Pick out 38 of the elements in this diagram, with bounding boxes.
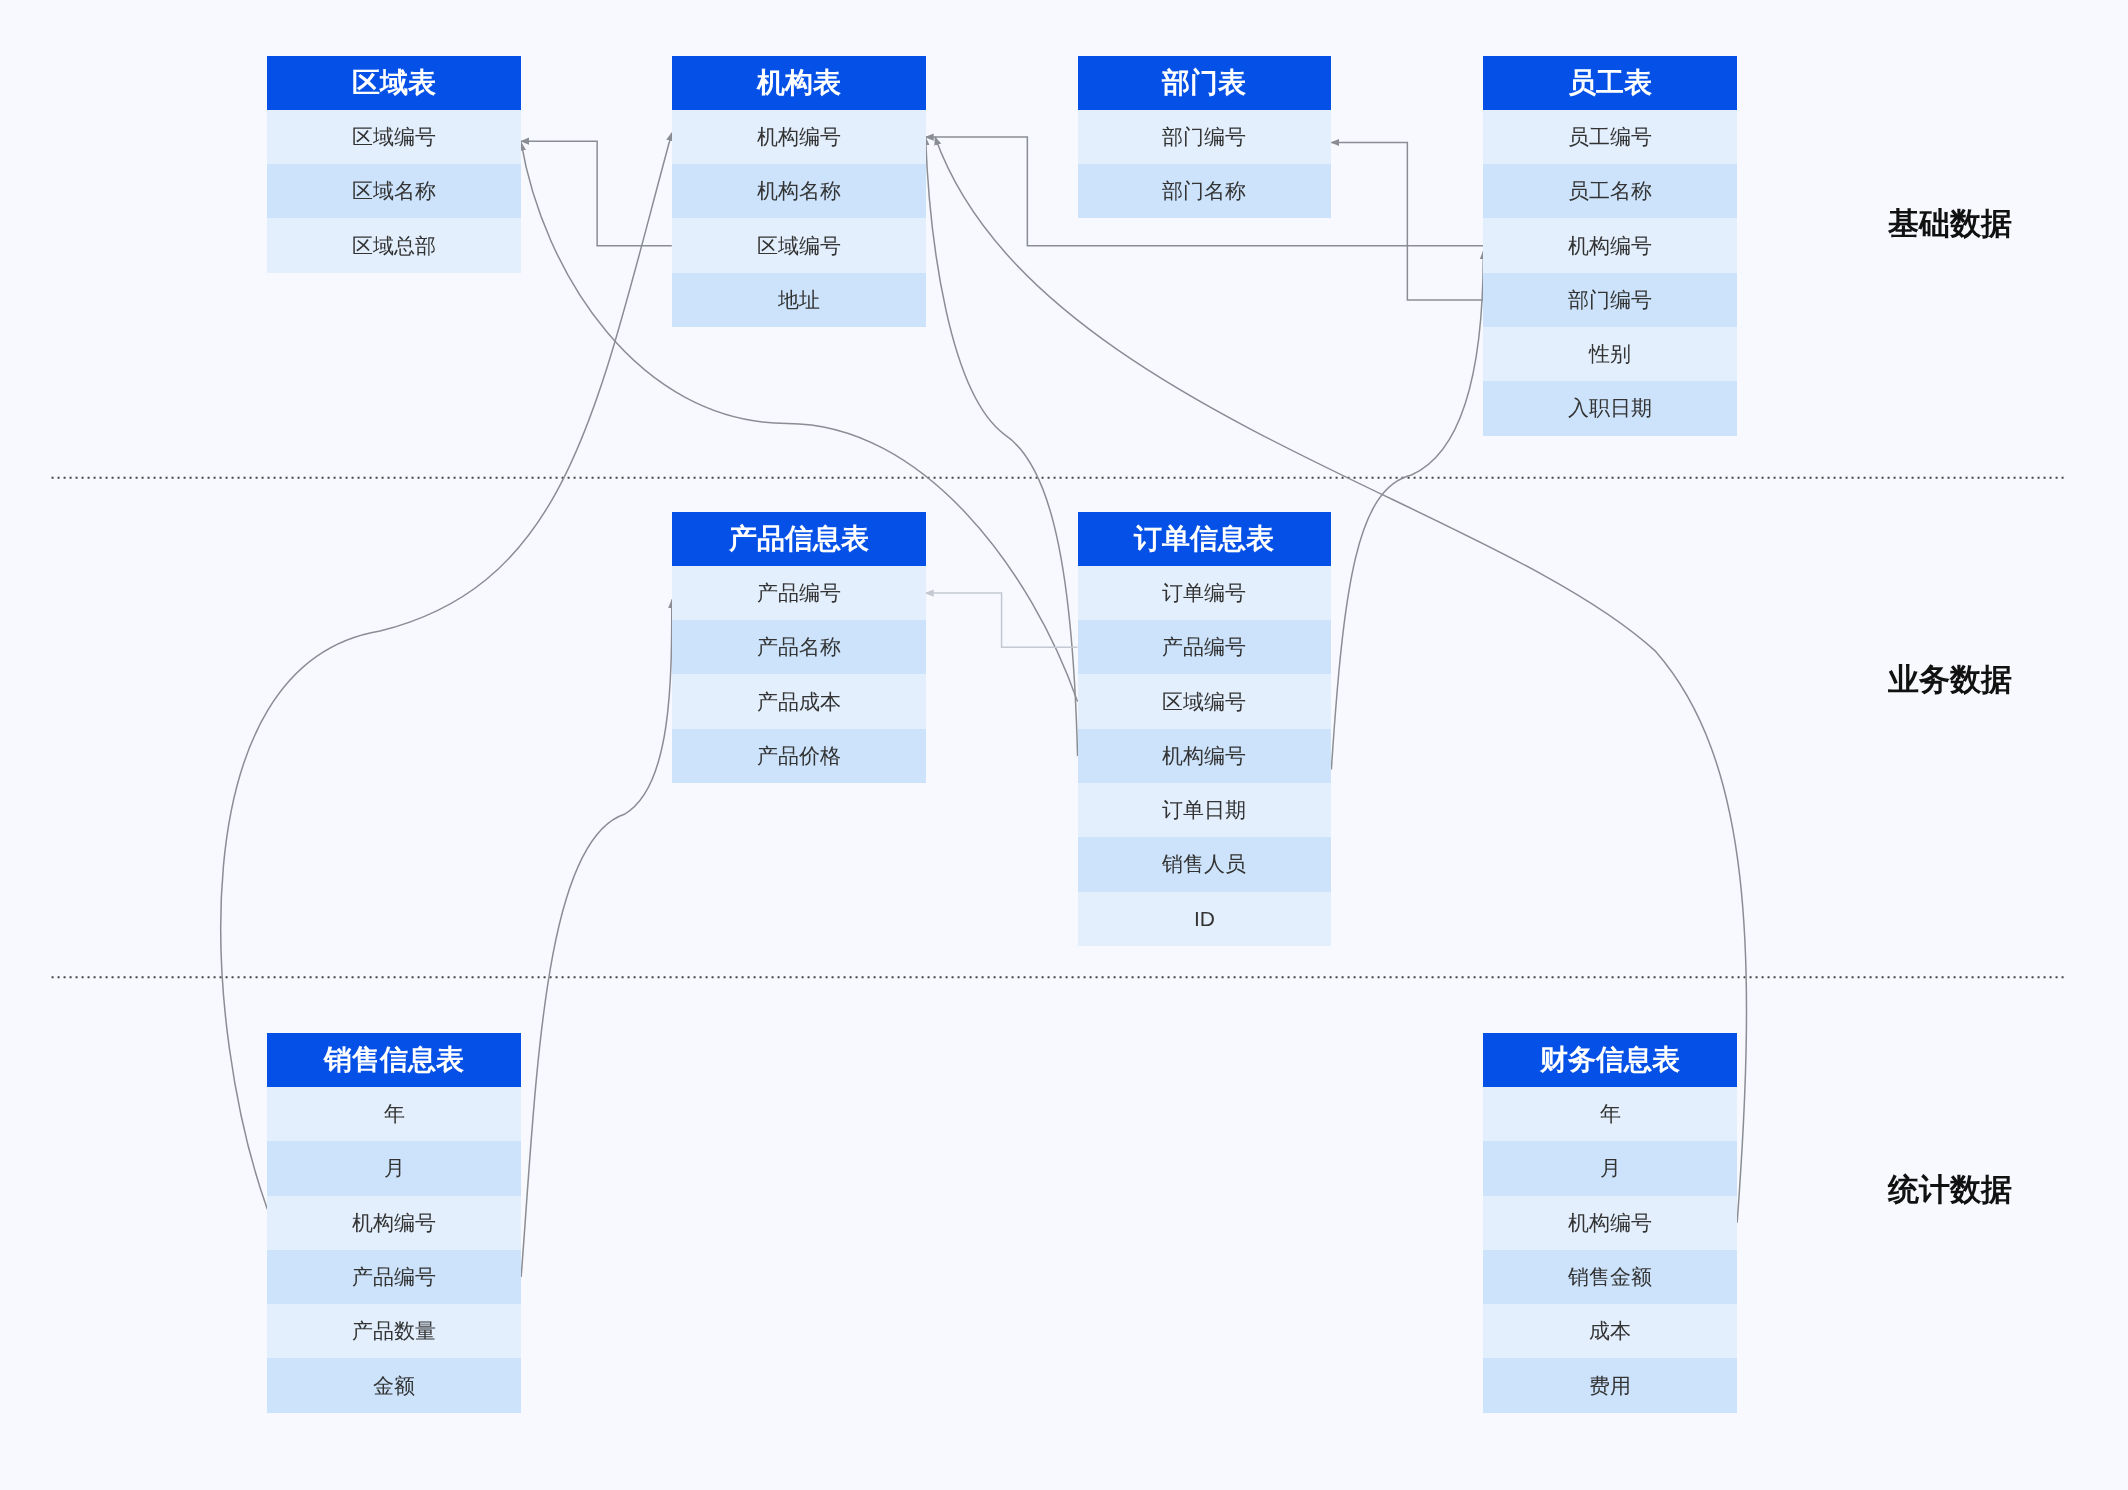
table-card [1483, 1032, 1738, 1413]
table-row: 产品编号 [267, 1249, 522, 1305]
table-row: 销售人员 [1077, 837, 1332, 892]
table-row: 机构编号 [1077, 728, 1332, 784]
table-card [1077, 55, 1332, 219]
table-row: 月 [1483, 1141, 1738, 1196]
arrow [924, 133, 1485, 247]
table-header: 员工表 [1483, 55, 1738, 110]
section-label: 统计数据 [1888, 1171, 2013, 1210]
table-row: 产品编号 [1077, 620, 1332, 675]
section-label: 业务数据 [1888, 660, 2013, 699]
table-header: 销售信息表 [267, 1032, 522, 1088]
table-header: 机构表 [671, 55, 926, 110]
table-row: 入职日期 [1483, 381, 1738, 436]
table-header: 区域表 [267, 55, 522, 110]
table-row: 金额 [267, 1358, 522, 1413]
table-row: 地址 [671, 272, 926, 328]
table-row: 员工名称 [1483, 164, 1738, 219]
table-row: 区域名称 [267, 164, 522, 219]
table-row: 部门名称 [1077, 164, 1332, 219]
table-row: 机构名称 [671, 164, 926, 219]
table-row: 产品名称 [671, 620, 926, 675]
section-label: 基础数据 [1888, 204, 2013, 243]
table-header: 订单信息表 [1077, 511, 1332, 566]
table-header: 部门表 [1077, 55, 1332, 110]
arrow [924, 589, 1079, 649]
table-row: 费用 [1483, 1358, 1738, 1413]
table-header: 财务信息表 [1483, 1032, 1738, 1088]
table-row: 月 [267, 1141, 522, 1196]
table-row: 销售金额 [1483, 1249, 1738, 1305]
table-row: 部门编号 [1483, 272, 1738, 328]
table-card [671, 511, 926, 784]
table-row: 产品价格 [671, 728, 926, 784]
table-card [1483, 55, 1738, 436]
table-card [671, 55, 926, 328]
table-card [267, 1032, 522, 1413]
table-header: 产品信息表 [671, 511, 926, 566]
arrow [520, 137, 673, 247]
